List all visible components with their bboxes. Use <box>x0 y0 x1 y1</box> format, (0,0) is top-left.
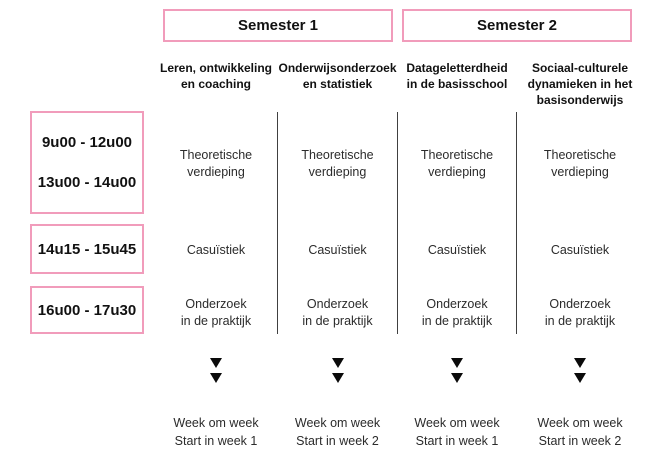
course-column-datageletterdheid: Datageletterdheid in de basisschool Theo… <box>398 0 516 466</box>
triangle-down-icon <box>574 358 586 368</box>
time-range-morning: 9u00 - 12u00 <box>41 134 133 152</box>
semester-2-box: Semester 2 <box>402 9 632 42</box>
triangle-down-icon <box>451 373 463 383</box>
course-title: Datageletterdheid in de basisschool <box>406 61 508 91</box>
triangle-down-icon <box>574 373 586 383</box>
time-slot-box-morning: 9u00 - 12u00 13u00 - 14u00 <box>30 111 144 214</box>
double-arrow-down-icon <box>277 358 398 383</box>
time-slot-box-late: 16u00 - 17u30 <box>30 286 144 334</box>
frequency-note: Week om week Start in week 1 <box>173 416 259 448</box>
activity-late: Onderzoek in de praktijk <box>302 297 373 328</box>
activity-afternoon: Casuïstiek <box>308 243 367 257</box>
frequency-note: Week om week Start in week 1 <box>414 416 500 448</box>
triangle-down-icon <box>210 373 222 383</box>
column-divider <box>516 112 517 334</box>
frequency-note: Week om week Start in week 2 <box>537 416 623 448</box>
frequency-note: Week om week Start in week 2 <box>294 416 381 448</box>
column-divider <box>277 112 278 334</box>
course-column-leren-ontwikkeling: Leren, ontwikkeling en coaching Theoreti… <box>155 0 277 466</box>
double-arrow-down-icon <box>398 358 516 383</box>
course-title: Leren, ontwikkeling en coaching <box>159 61 273 91</box>
time-range-midday: 13u00 - 14u00 <box>37 173 137 191</box>
activity-late: Onderzoek in de praktijk <box>421 297 493 328</box>
double-arrow-down-icon <box>155 358 277 383</box>
semester-1-label: Semester 1 <box>237 17 319 34</box>
activity-morning: Theoretische verdieping <box>543 148 617 179</box>
semester-2-label: Semester 2 <box>476 17 558 34</box>
activity-morning: Theoretische verdieping <box>301 148 374 179</box>
time-range-late: 16u00 - 17u30 <box>37 301 137 319</box>
course-column-sociaal-culturele: Sociaal-culturele dynamieken in het basi… <box>516 0 644 466</box>
triangle-down-icon <box>451 358 463 368</box>
activity-afternoon: Casuïstiek <box>186 243 246 257</box>
triangle-down-icon <box>331 373 344 383</box>
activity-afternoon: Casuïstiek <box>427 243 487 257</box>
column-divider <box>397 112 398 334</box>
course-title: Sociaal-culturele dynamieken in het basi… <box>527 61 633 107</box>
activity-late: Onderzoek in de praktijk <box>180 297 252 328</box>
activity-morning: Theoretische verdieping <box>420 148 494 179</box>
activity-morning: Theoretische verdieping <box>179 148 253 179</box>
activity-afternoon: Casuïstiek <box>550 243 610 257</box>
time-range-afternoon: 14u15 - 15u45 <box>37 240 137 258</box>
course-column-onderwijsonderzoek: Onderwijsonderzoek en statistiek Theoret… <box>277 0 398 466</box>
triangle-down-icon <box>331 358 344 368</box>
activity-late: Onderzoek in de praktijk <box>544 297 616 328</box>
double-arrow-down-icon <box>516 358 644 383</box>
triangle-down-icon <box>210 358 222 368</box>
semester-1-box: Semester 1 <box>163 9 393 42</box>
course-title: Onderwijsonderzoek en statistiek <box>278 61 397 91</box>
time-slot-box-afternoon: 14u15 - 15u45 <box>30 224 144 274</box>
